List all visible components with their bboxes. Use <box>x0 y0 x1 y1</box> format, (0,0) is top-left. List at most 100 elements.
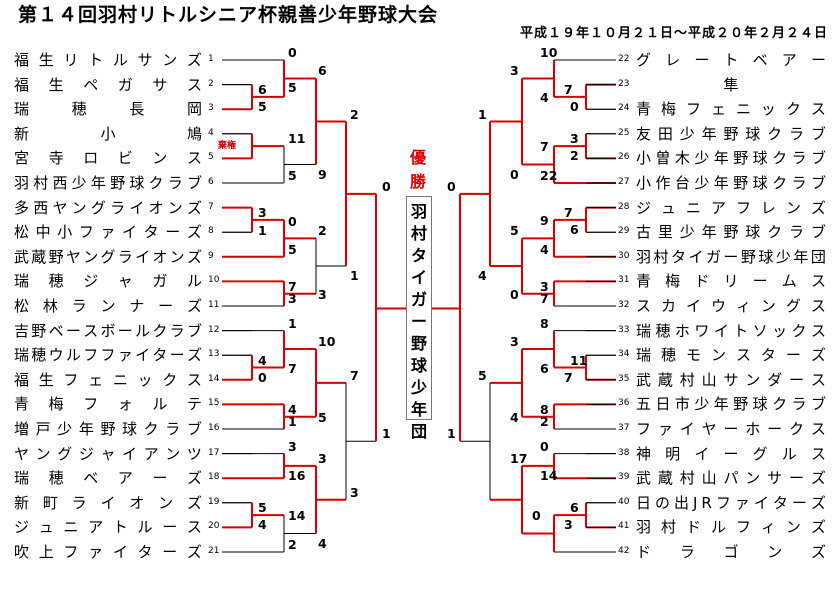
team-name: 小曽木少年野球クラブ <box>636 149 826 168</box>
team-seed: 9 <box>208 250 214 261</box>
team-seed: 14 <box>208 373 220 384</box>
team-seed: 36 <box>618 398 630 409</box>
team-name: 松中小ファイターズ <box>14 223 202 242</box>
match-score: 3 <box>288 438 297 454</box>
team-seed: 29 <box>618 226 630 237</box>
match-score: 4 <box>288 401 297 417</box>
team-seed: 32 <box>618 300 630 310</box>
match-score: 11 <box>288 131 306 147</box>
team-seed: 10 <box>208 275 220 286</box>
team-name: 福生フェニックス <box>14 370 202 389</box>
match-score: 10 <box>540 45 558 60</box>
match-score: 0 <box>570 98 579 114</box>
match-score: 5 <box>510 223 519 239</box>
team-name: 武蔵野ヤングライオンズ <box>14 247 202 266</box>
match-score: 4 <box>478 268 487 284</box>
match-score: 3 <box>258 204 267 220</box>
match-score: 1 <box>447 426 456 442</box>
tournament-dates: 平成１９年１０月２１日～平成２０年２月２４日 <box>519 26 828 41</box>
match-score: 4 <box>258 517 267 533</box>
match-score: 0 <box>540 438 549 454</box>
team-name: ファイヤーホークス <box>636 420 826 438</box>
team-name: 五日市少年野球クラブ <box>636 395 826 414</box>
team-name: 福生リトルサンズ <box>14 51 202 69</box>
team-seed: 42 <box>618 546 630 556</box>
match-score: 8 <box>540 401 549 417</box>
match-score: 2 <box>570 148 579 164</box>
match-score: 2 <box>350 106 359 122</box>
match-score: 3 <box>318 450 327 466</box>
team-seed: 19 <box>208 496 220 507</box>
match-score: 3 <box>288 291 297 306</box>
match-score: 0 <box>258 369 267 385</box>
team-name: ジュニアトルース <box>14 518 202 537</box>
match-score: 3 <box>564 517 573 533</box>
team-seed: 22 <box>618 54 630 64</box>
team-seed: 28 <box>618 201 630 212</box>
team-seed: 1 <box>208 54 214 64</box>
match-score: 6 <box>570 500 579 516</box>
match-score: 7 <box>288 360 297 376</box>
match-score: 1 <box>258 222 267 238</box>
team-seed: 23 <box>618 78 630 89</box>
team-name: 瑞穂長岡 <box>14 100 202 119</box>
match-score: 0 <box>510 286 519 302</box>
match-score: 3 <box>540 278 549 294</box>
match-score: 16 <box>288 467 306 483</box>
team-seed: 7 <box>208 201 214 212</box>
match-score: 0 <box>447 178 456 194</box>
match-score: 5 <box>478 367 487 383</box>
match-score: 6 <box>570 221 579 237</box>
team-seed: 8 <box>208 226 214 237</box>
team-seed: 38 <box>618 447 630 458</box>
team-seed: 27 <box>618 177 630 187</box>
team-name: 青梅フォルテ <box>14 395 202 414</box>
match-score: 7 <box>564 204 573 220</box>
match-score: 7 <box>540 139 549 155</box>
match-score: 0 <box>510 166 519 182</box>
match-score: 11 <box>570 352 588 368</box>
team-name: 多西ヤングライオンズ <box>14 198 202 217</box>
team-seed: 3 <box>208 103 214 114</box>
team-name: 福生ペガサス <box>14 75 202 94</box>
match-score: 3 <box>350 484 359 500</box>
team-name: 吉野ベースボールクラブ <box>14 321 202 340</box>
team-seed: 12 <box>208 324 220 335</box>
match-score: 7 <box>350 367 359 383</box>
team-name: 羽村タイガー野球少年団 <box>636 247 826 266</box>
match-score: 2 <box>288 537 297 552</box>
match-score: 2 <box>540 414 549 429</box>
match-score: 9 <box>540 212 549 228</box>
match-score: 7 <box>564 81 573 97</box>
team-name: 羽村ドルフィンズ <box>636 518 826 537</box>
team-seed: 21 <box>208 546 220 556</box>
team-name: 羽村西少年野球クラブ <box>14 174 202 192</box>
team-name: 青梅ドリームス <box>636 272 826 291</box>
team-name: 瑞穂ホワイトソックス <box>636 321 826 340</box>
match-score: 0 <box>532 508 541 524</box>
team-name: 宮寺ロビンス <box>14 149 202 168</box>
team-seed: 25 <box>618 127 630 138</box>
team-name: 新町ライオンズ <box>14 493 202 512</box>
team-seed: 30 <box>618 250 630 261</box>
team-name: グレートベアー <box>636 51 826 69</box>
match-score: 3 <box>510 63 519 79</box>
team-seed: 31 <box>618 275 630 286</box>
champion-label-text: 優勝 <box>409 148 426 191</box>
team-name: 小作台少年野球クラブ <box>636 174 826 192</box>
team-seed: 16 <box>208 423 220 433</box>
match-score: 4 <box>318 535 327 551</box>
team-seed: 34 <box>618 349 630 360</box>
team-seed: 6 <box>208 177 214 187</box>
match-score: 14 <box>540 467 558 483</box>
match-score: 4 <box>540 89 549 105</box>
team-name: スカイウィングス <box>636 297 826 315</box>
match-score: 0 <box>288 213 297 229</box>
match-score: 5 <box>258 500 267 516</box>
team-seed: 11 <box>208 300 220 310</box>
team-seed: 13 <box>208 349 220 360</box>
match-score: 17 <box>510 450 528 466</box>
match-score: 5 <box>288 80 297 96</box>
match-score: 4 <box>540 241 549 257</box>
